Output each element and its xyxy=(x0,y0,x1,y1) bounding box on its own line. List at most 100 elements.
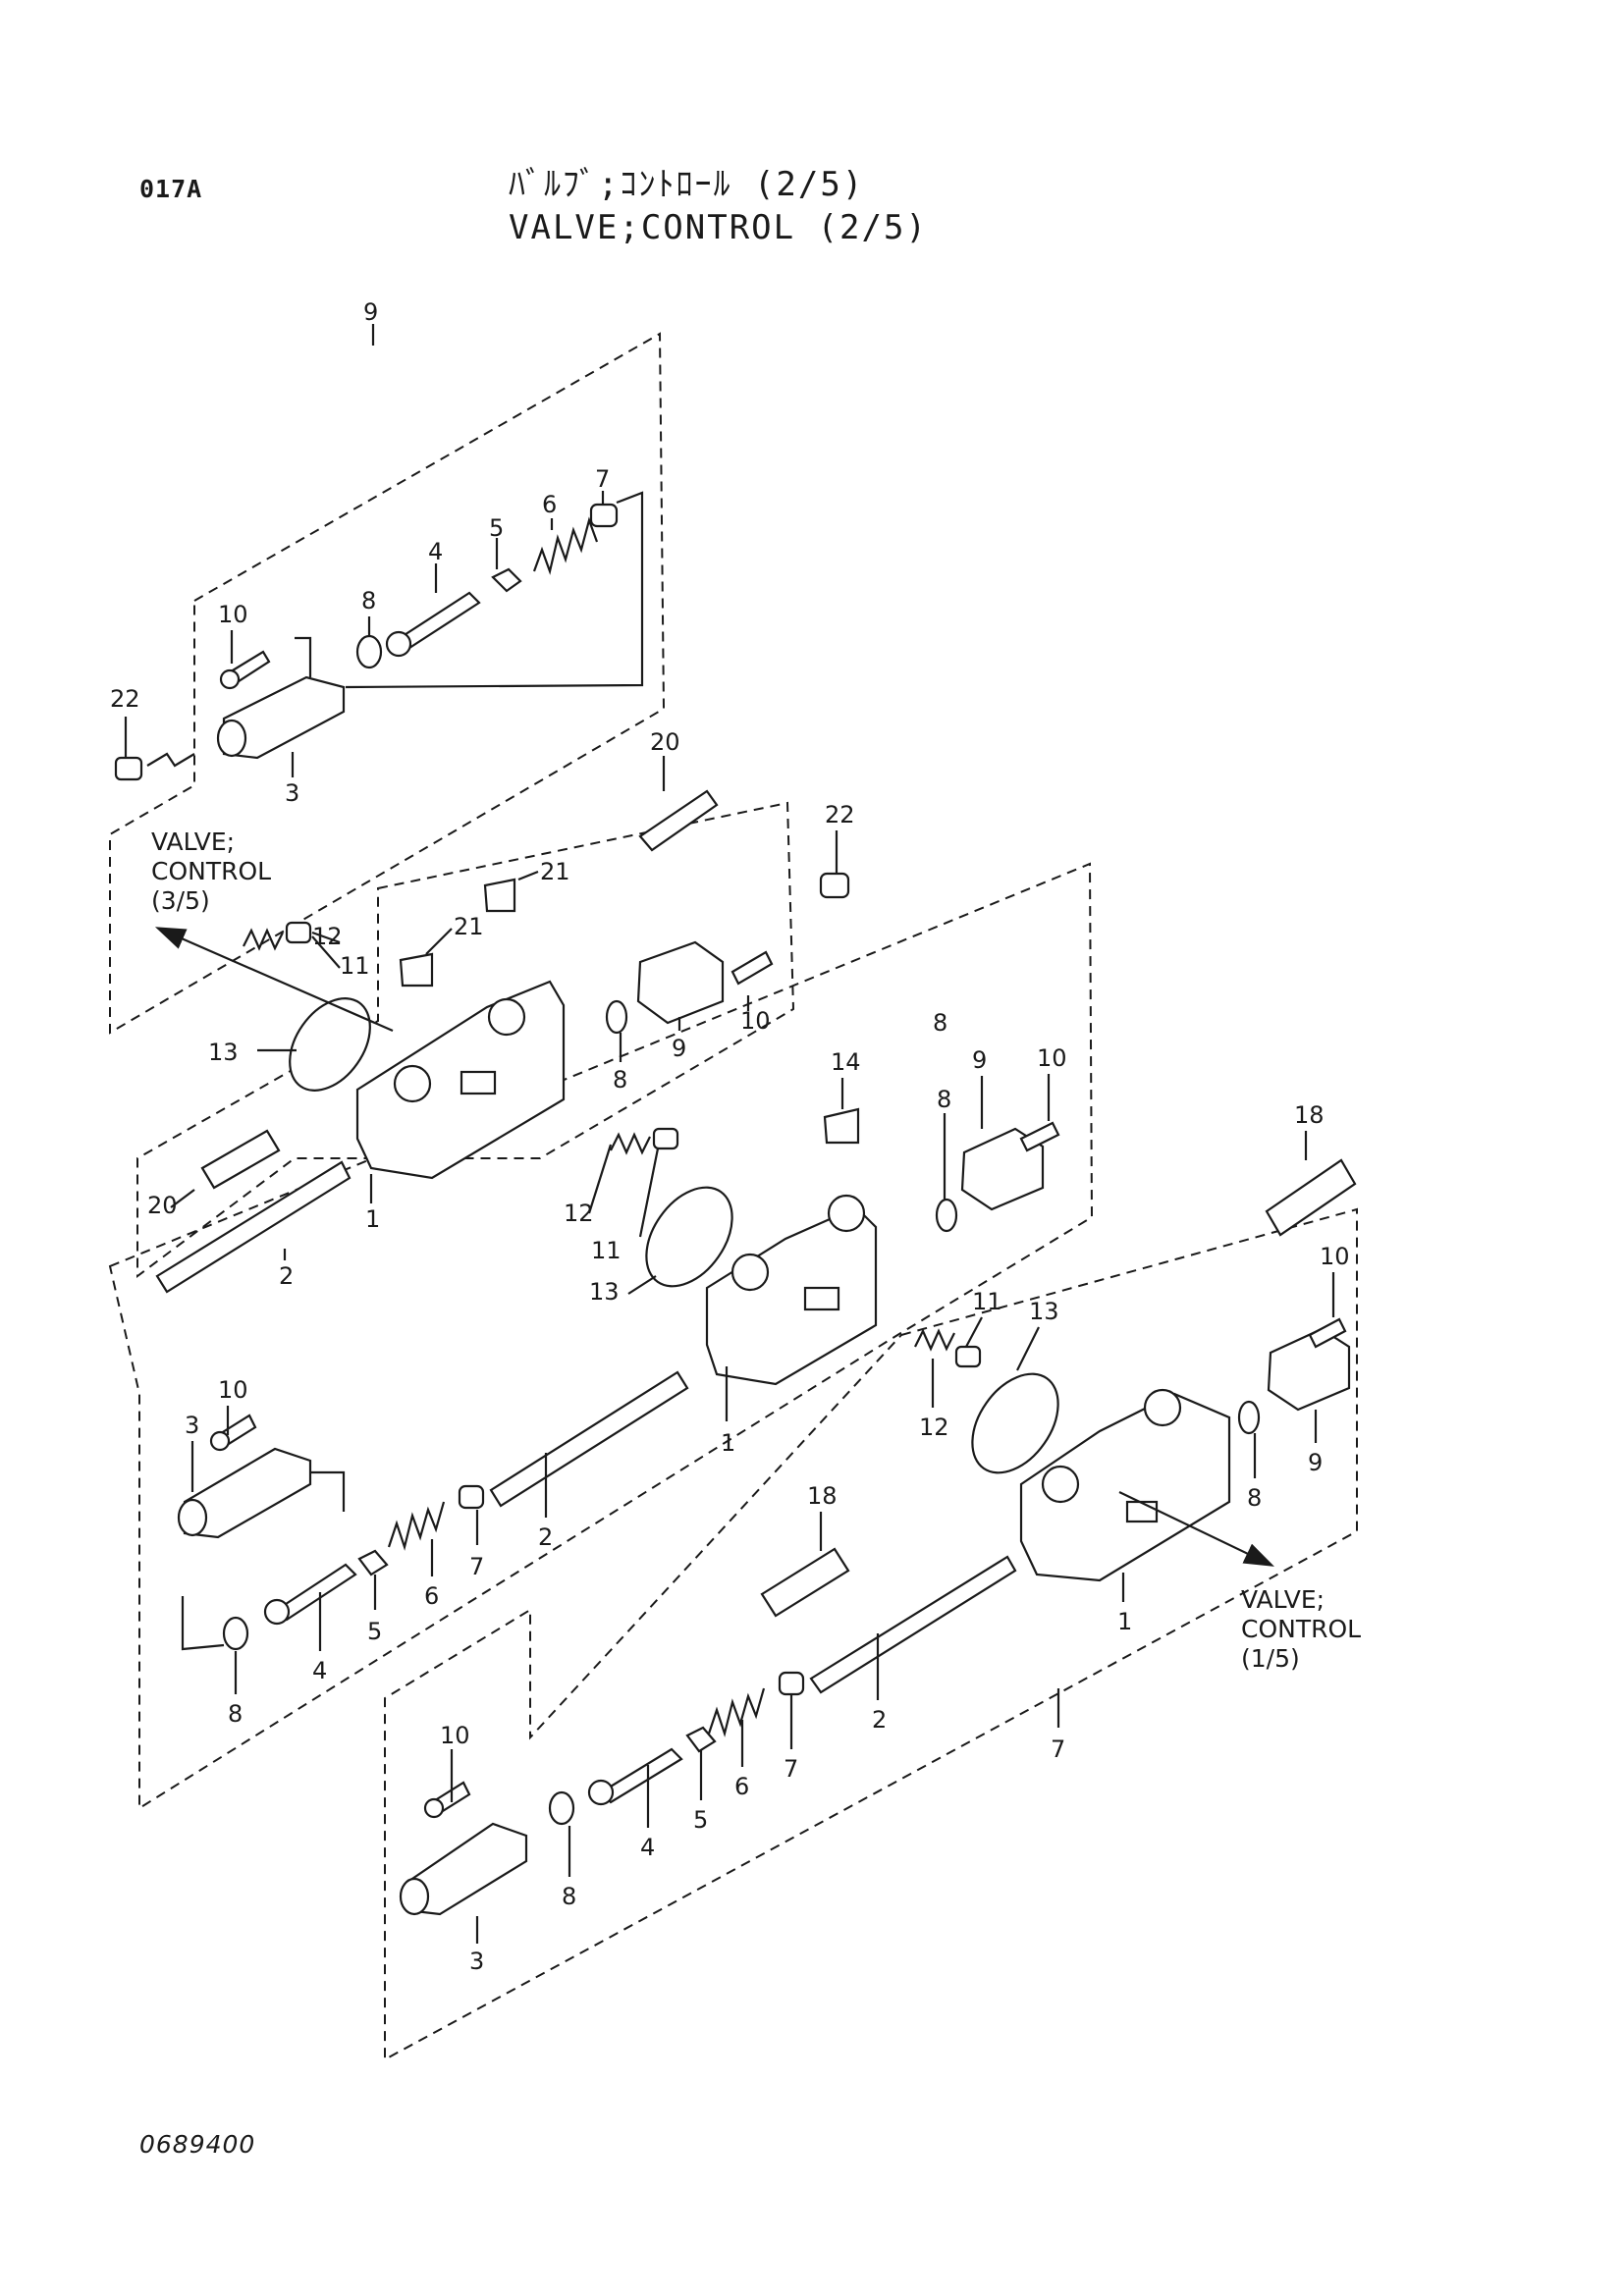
label-1: 1 xyxy=(721,1429,735,1457)
label-20: 20 xyxy=(147,1192,178,1219)
label-8: 8 xyxy=(562,1883,576,1910)
label-10: 10 xyxy=(1037,1044,1067,1072)
port-window xyxy=(1125,1500,1159,1523)
label-8: 8 xyxy=(228,1700,243,1728)
cross-reference-3-5: VALVE; CONTROL (3/5) xyxy=(151,828,271,915)
label-5: 5 xyxy=(693,1806,708,1834)
bolt-head xyxy=(423,1797,445,1819)
label-18: 18 xyxy=(1294,1101,1325,1129)
port xyxy=(1143,1388,1182,1427)
plug-part xyxy=(819,872,850,899)
group-8-boundary xyxy=(108,862,1094,1810)
label-10: 10 xyxy=(440,1722,470,1749)
label-4: 4 xyxy=(640,1834,655,1861)
label-2: 2 xyxy=(538,1523,553,1551)
label-10: 10 xyxy=(218,601,248,628)
cross-reference-1-5: VALVE; CONTROL (1/5) xyxy=(1241,1585,1361,1673)
label-5: 5 xyxy=(367,1618,382,1645)
label-14: 14 xyxy=(831,1048,861,1076)
o-ring-part xyxy=(935,1198,958,1233)
label-8: 8 xyxy=(937,1086,951,1113)
group-7-parts xyxy=(399,1131,1357,1944)
group-9-boundary xyxy=(109,332,666,1035)
spring-part xyxy=(610,1132,651,1155)
spring-part xyxy=(707,1687,766,1737)
spring-part xyxy=(914,1328,955,1352)
housing-end xyxy=(216,719,247,758)
port xyxy=(487,997,526,1037)
xref-line: CONTROL xyxy=(1241,1615,1361,1643)
o-ring-part xyxy=(289,997,371,1092)
label-5: 5 xyxy=(489,514,504,542)
label-12: 12 xyxy=(919,1414,949,1441)
group-7-boundary xyxy=(384,1207,1358,2061)
bolt-head xyxy=(219,668,241,690)
spring-part xyxy=(387,1501,446,1551)
label-2: 2 xyxy=(279,1262,294,1290)
label-20: 20 xyxy=(650,728,680,756)
plug-part xyxy=(458,1484,485,1510)
label-21: 21 xyxy=(540,858,570,885)
group-mid-boundary xyxy=(136,801,795,1278)
cover-part xyxy=(1267,1327,1351,1412)
port-window xyxy=(803,1286,840,1311)
spring-part xyxy=(532,516,599,575)
label-22: 22 xyxy=(110,685,140,713)
page-code: 017A xyxy=(139,175,203,203)
poppet-head xyxy=(385,630,412,658)
nut-part xyxy=(357,1549,389,1576)
housing-end xyxy=(177,1498,208,1537)
o-ring-part xyxy=(548,1790,575,1826)
group-8-parts xyxy=(177,1074,1060,1694)
port-window xyxy=(460,1070,497,1095)
label-9: 9 xyxy=(972,1046,987,1074)
label-7: 7 xyxy=(469,1553,484,1580)
label-8: 8 xyxy=(613,1066,627,1094)
label-4: 4 xyxy=(312,1657,327,1684)
label-6: 6 xyxy=(734,1773,749,1800)
group-9-parts xyxy=(114,324,644,781)
port xyxy=(393,1064,432,1103)
xref-line: (3/5) xyxy=(151,886,210,915)
o-ring-part xyxy=(1237,1400,1261,1435)
label-8: 8 xyxy=(1247,1484,1262,1512)
spool-part xyxy=(155,1160,352,1294)
plug-part xyxy=(399,952,434,988)
mid-group-parts xyxy=(154,756,850,1294)
plug-part xyxy=(954,1345,982,1368)
plug-part xyxy=(114,756,143,781)
plug-part xyxy=(823,1107,860,1145)
o-ring-part xyxy=(222,1616,249,1651)
label-18: 18 xyxy=(807,1482,838,1510)
port xyxy=(1041,1465,1080,1504)
title-japanese: ﾊﾞﾙﾌﾞ;ｺﾝﾄﾛｰﾙ (2/5) xyxy=(509,165,865,204)
title-english: VALVE;CONTROL (2/5) xyxy=(509,208,928,247)
xref-line: VALVE; xyxy=(1241,1585,1325,1614)
port xyxy=(730,1253,770,1292)
label-12: 12 xyxy=(312,923,343,950)
nut-part xyxy=(491,567,522,593)
spring-part xyxy=(243,928,284,951)
spool-part xyxy=(809,1555,1017,1694)
label-3: 3 xyxy=(185,1412,199,1439)
nut-part xyxy=(685,1726,717,1753)
label-7: 7 xyxy=(1051,1735,1065,1763)
plug-part xyxy=(652,1127,679,1150)
relief-valve-part xyxy=(760,1547,850,1618)
label-9: 9 xyxy=(363,298,378,326)
valve-body-part xyxy=(705,1205,878,1386)
bolt-head xyxy=(209,1430,231,1452)
part-labels: 9 7 6 5 4 8 10 22 3 20 22 21 21 12 11 13… xyxy=(110,298,1350,1975)
label-7: 7 xyxy=(595,465,610,493)
relief-valve-part xyxy=(638,789,719,852)
label-11: 11 xyxy=(591,1237,622,1264)
label-1: 1 xyxy=(365,1205,380,1233)
xref-line: (1/5) xyxy=(1241,1644,1300,1673)
label-13: 13 xyxy=(1029,1298,1059,1325)
label-1: 1 xyxy=(1117,1608,1132,1635)
poppet-head xyxy=(587,1779,615,1806)
label-13: 13 xyxy=(208,1039,239,1066)
o-ring-part xyxy=(355,634,383,669)
label-22: 22 xyxy=(825,801,855,828)
label-11: 11 xyxy=(972,1288,1002,1315)
